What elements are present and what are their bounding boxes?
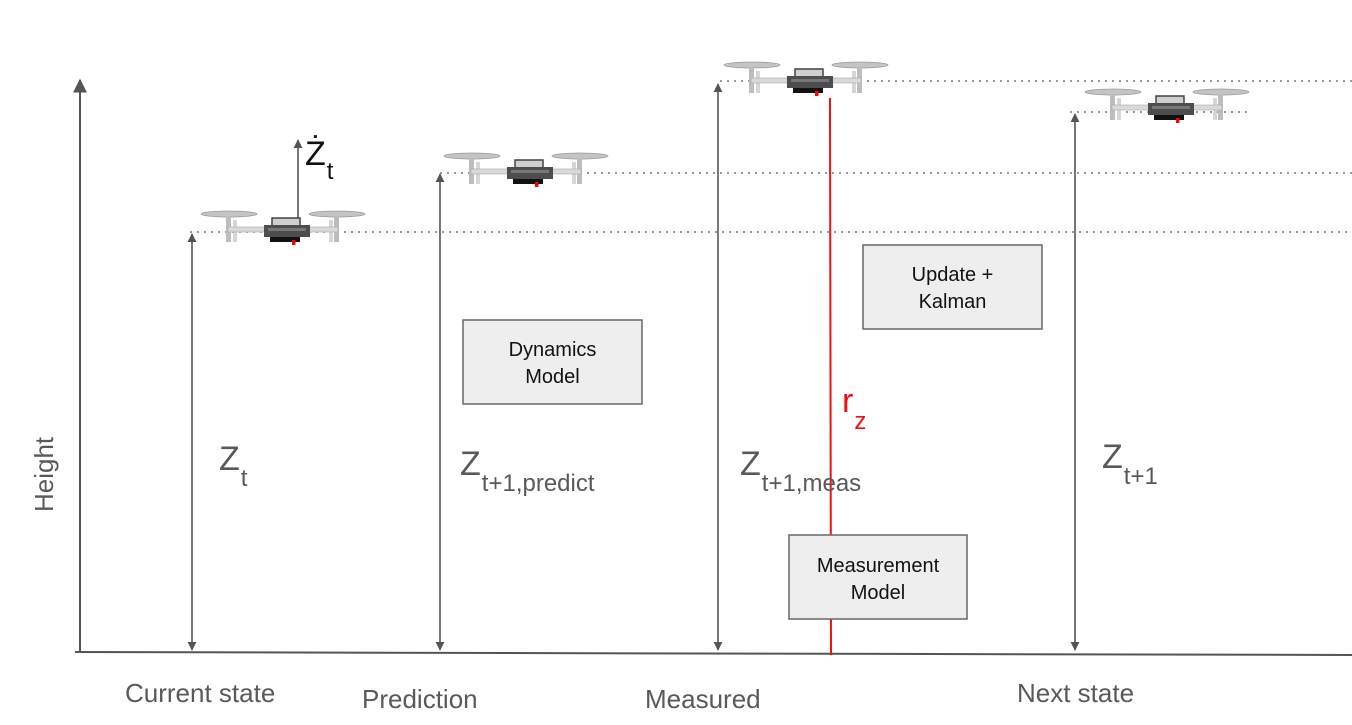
label-residual: rz: [842, 382, 866, 435]
label-z-meas: Zt+1,meas: [740, 445, 861, 497]
measurement-model-label-1: Measurement: [817, 555, 940, 577]
dynamics-model-label-1: Dynamics: [509, 339, 597, 361]
measurement-model-box: Measurement Model: [788, 534, 968, 620]
dynamics-model-label-2: Model: [525, 366, 579, 388]
update-kalman-box: Update + Kalman: [862, 244, 1043, 330]
dynamics-model-box: Dynamics Model: [462, 319, 643, 405]
stage-label-current: Current state: [125, 678, 275, 708]
ground-line: [74, 651, 1352, 656]
drone-icon: [723, 61, 889, 97]
stage-label-next: Next state: [1017, 678, 1134, 708]
label-z-t: Zt: [219, 440, 248, 492]
label-z-next: Zt+1: [1102, 438, 1158, 490]
stage-label-prediction: Prediction: [362, 684, 478, 714]
drone-icon: [443, 152, 609, 188]
update-kalman-label-2: Kalman: [919, 291, 987, 313]
drone-icon: [200, 210, 366, 246]
height-axis-label: Height: [29, 436, 59, 512]
measurement-model-label-2: Model: [851, 582, 905, 604]
stage-label-measured: Measured: [645, 684, 761, 714]
label-velocity: Żt: [305, 135, 334, 185]
label-z-predict: Zt+1,predict: [460, 445, 595, 497]
update-kalman-label-1: Update +: [912, 264, 994, 286]
drone-icon: [1084, 88, 1250, 124]
